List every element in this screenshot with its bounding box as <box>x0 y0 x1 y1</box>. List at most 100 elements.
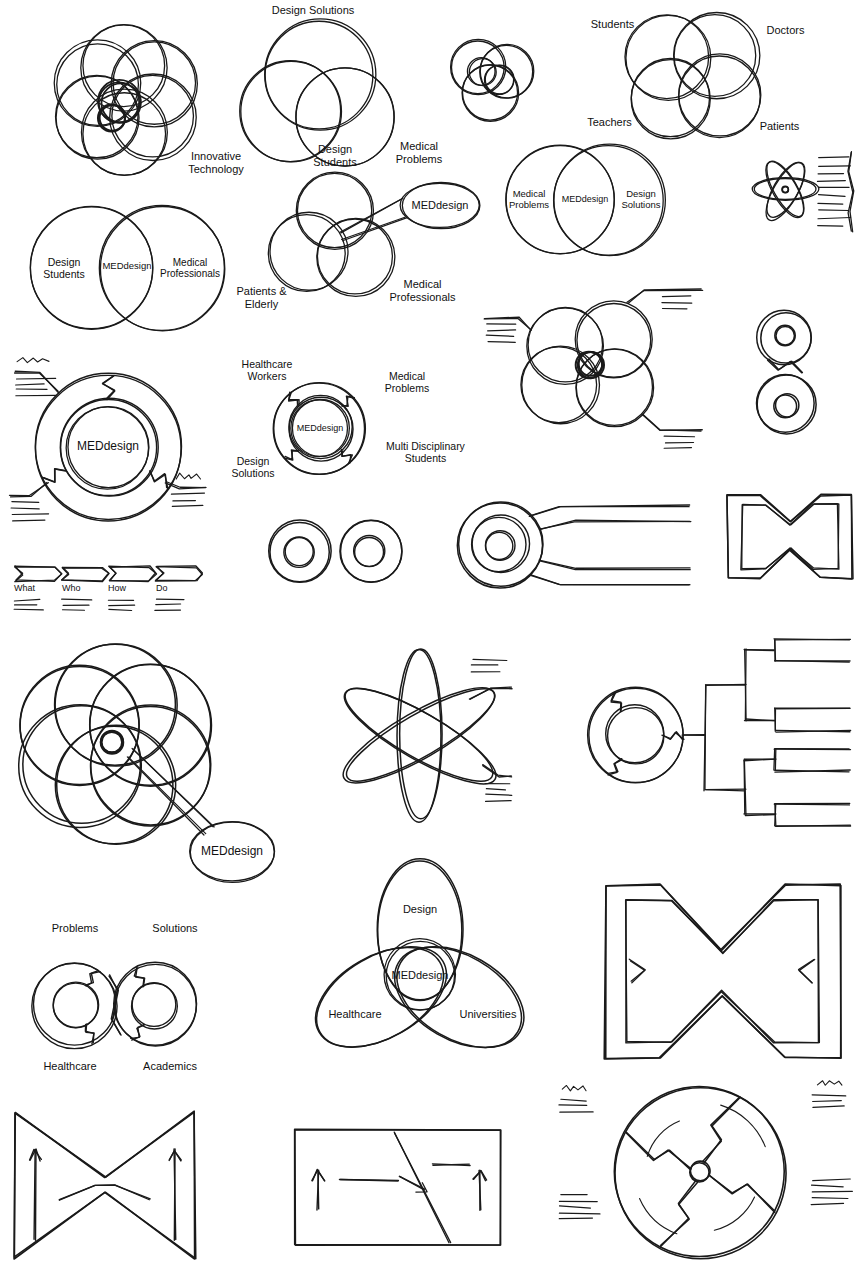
label-slot: How <box>108 583 144 593</box>
hatch-mark <box>109 605 135 607</box>
hatch-mark <box>157 599 184 601</box>
hatch-mark <box>560 1111 593 1112</box>
sketch-line <box>775 750 777 770</box>
band-outline <box>626 900 820 1043</box>
sketch-circle <box>53 983 98 1028</box>
sketch-label: Innovative Technology <box>180 150 252 175</box>
hatch-mark <box>486 335 513 336</box>
arrow-line <box>174 1149 176 1240</box>
hatch-mark <box>662 302 692 304</box>
sketch-circle <box>459 502 543 586</box>
hatch-mark <box>559 1201 597 1202</box>
bowtie-outline <box>14 1111 194 1259</box>
hatch-mark <box>488 329 516 331</box>
sketch-circle <box>54 40 141 127</box>
sketch-line <box>799 960 814 983</box>
sketch-circle <box>114 962 197 1045</box>
sketch-line <box>799 959 815 982</box>
sketch-circle <box>782 187 788 193</box>
squiggle-mark <box>817 1081 841 1086</box>
arrow-notch <box>150 471 168 488</box>
arrow-notch <box>134 967 144 986</box>
hatch-mark <box>812 1197 848 1199</box>
label-slot: Medical Professionals <box>385 278 460 303</box>
sketch-circle <box>575 301 652 378</box>
hatch-mark <box>662 295 690 297</box>
sketch-circle <box>23 706 141 824</box>
sketch-label: Doctors <box>758 24 813 37</box>
hatch-mark <box>12 501 39 503</box>
hatch-mark <box>486 789 505 790</box>
bubble-outline <box>400 183 479 227</box>
sketch-line <box>15 371 59 393</box>
arrow-notch <box>611 692 621 710</box>
sketch-line <box>745 814 774 816</box>
sketch-circle <box>341 521 402 582</box>
hatch-mark <box>559 1218 592 1220</box>
swirl-arc <box>640 1198 677 1233</box>
sketch-circle <box>486 532 513 559</box>
label-slot: Doctors <box>758 24 813 37</box>
arrow-notch <box>343 396 355 406</box>
hatch-mark <box>818 203 843 205</box>
sketch-line <box>768 360 803 372</box>
hatch-mark <box>471 664 497 665</box>
sketch-circle <box>463 65 518 120</box>
hatch-mark <box>819 209 848 211</box>
hatch-mark <box>62 599 92 601</box>
pinwheel-arm <box>626 1132 690 1169</box>
knot-outline <box>741 504 839 570</box>
hatch-mark <box>14 599 39 601</box>
hatch-mark <box>14 609 43 611</box>
label-slot: Healthcare <box>325 1008 385 1021</box>
sketch-ellipse <box>754 179 816 200</box>
sketch-circle <box>615 1088 786 1259</box>
hatch-mark <box>155 609 181 611</box>
sketch-circle <box>679 56 761 138</box>
sketch-line <box>59 1185 150 1200</box>
sketch-circle <box>297 173 371 247</box>
leader-line <box>342 217 405 239</box>
sketch-line <box>531 575 690 585</box>
sketch-label: Healthcare Workers <box>236 358 298 382</box>
sketch-circle <box>782 186 788 192</box>
chevron <box>15 566 62 582</box>
sketch-line <box>628 289 701 303</box>
sketch-circle <box>340 520 402 582</box>
sketch-label: Design <box>390 903 450 916</box>
hatch-mark <box>561 1099 586 1101</box>
callout-bubble: MEDdesign <box>400 181 480 229</box>
sketch-line <box>775 748 849 750</box>
hatch-mark <box>819 156 849 158</box>
sketch-line <box>769 359 802 373</box>
circle-outline <box>506 145 615 254</box>
sketch-line <box>776 825 851 826</box>
arrow-notch <box>42 469 66 482</box>
band-outline <box>626 900 818 1043</box>
label-slot: What <box>14 583 50 593</box>
sketch-ellipse <box>377 927 538 1069</box>
sketch-line <box>744 758 776 759</box>
knot-outline <box>727 494 852 579</box>
chevron <box>15 567 62 581</box>
sketch-line <box>539 520 691 530</box>
band-outline <box>606 884 841 1059</box>
hatch-mark <box>817 180 845 182</box>
sketch-circle <box>61 400 157 496</box>
sketch-line <box>705 789 745 791</box>
sketch-circle <box>269 520 331 582</box>
sketch-circle <box>81 89 167 175</box>
sketch-circle <box>296 172 373 249</box>
hatch-mark <box>172 505 203 507</box>
sketch-line <box>15 373 59 391</box>
hatch-mark <box>13 520 45 522</box>
sketch-circle <box>355 538 384 567</box>
sketch-line <box>705 684 744 686</box>
sketch-ellipse <box>397 650 441 823</box>
leader-line <box>342 218 406 241</box>
sketch-line <box>166 482 205 488</box>
